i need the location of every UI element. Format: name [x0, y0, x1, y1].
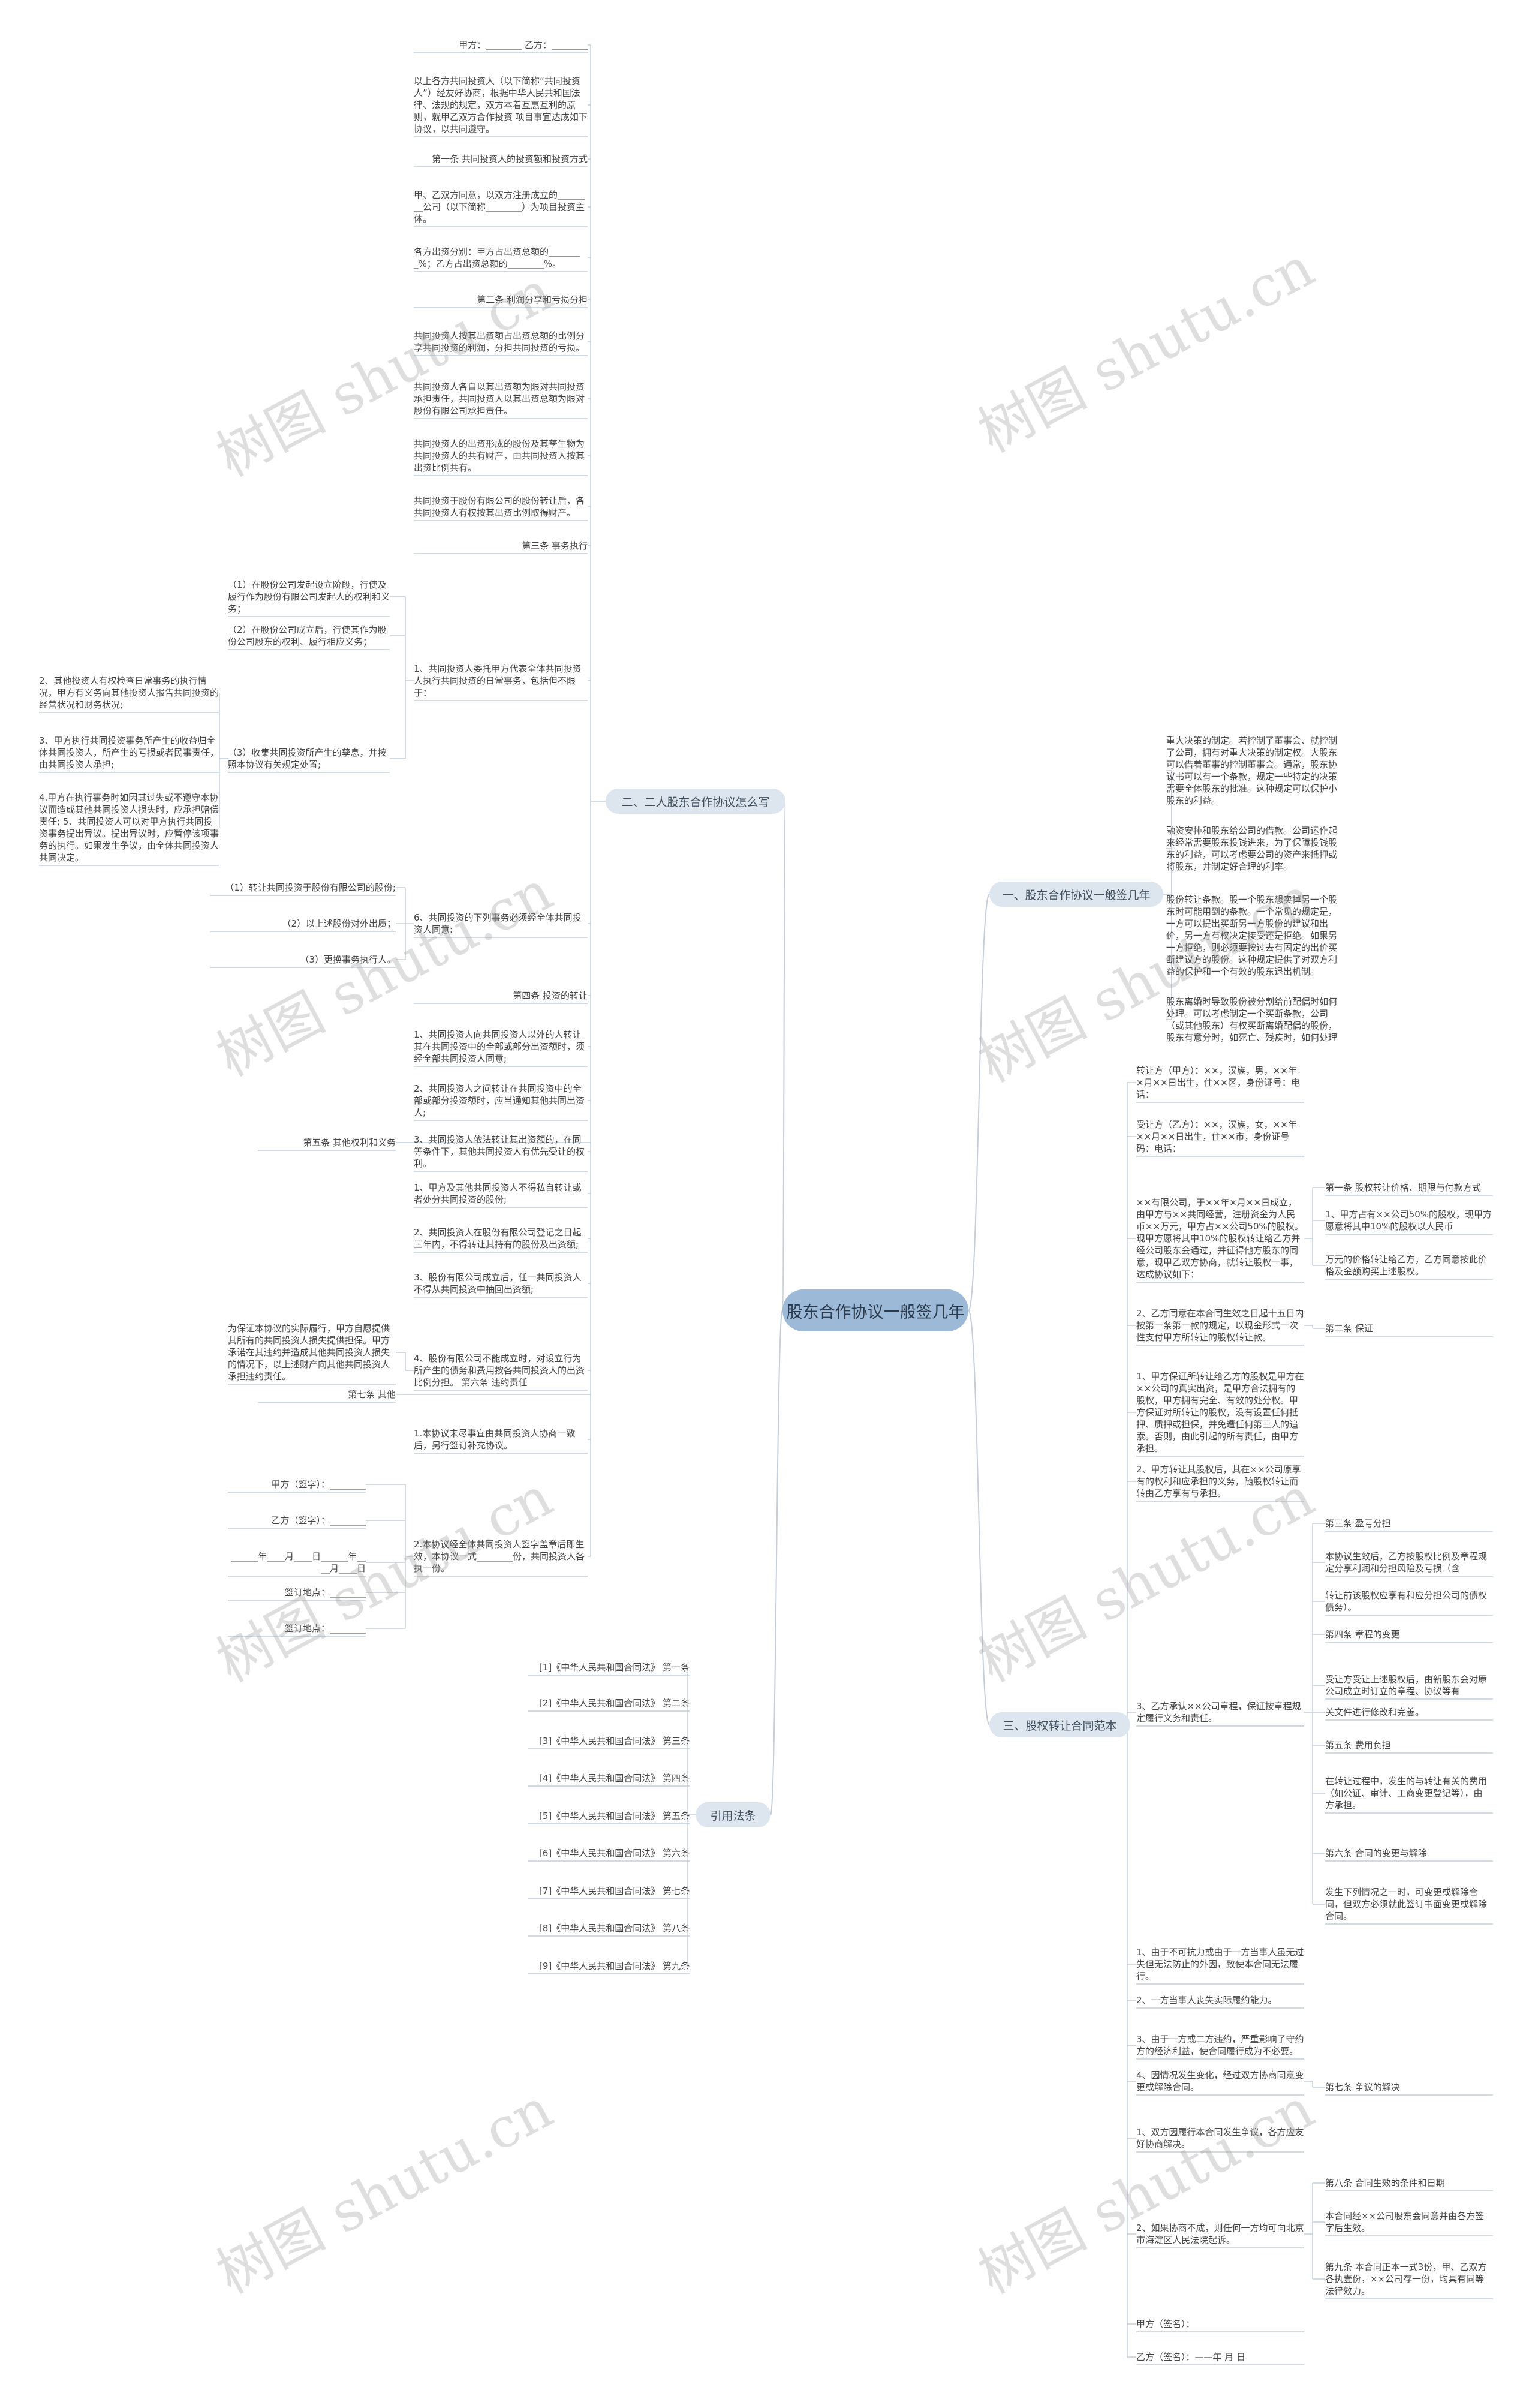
right3-node[interactable]: 在转让过程中，发生的与转让有关的费用（如公证、审计、工商变更登记等），由 方承担… [1325, 1776, 1488, 1811]
left-node[interactable]: 共同投资人的出资形成的股份及其孳生物为共同投资人的共有财产，由共同投资人按其出资… [414, 438, 585, 473]
left-node[interactable]: 各方出资分别：甲方占出资总额的________%；乙方占出资总额的_______… [414, 246, 580, 269]
left-node[interactable]: 第一条 共同投资人的投资额和投资方式 [432, 154, 588, 164]
left-node[interactable]: （2）以上述股份对外出质； [282, 918, 396, 929]
left-node[interactable]: 签订地点：________ [284, 1623, 366, 1634]
left-node[interactable]: 3、甲方执行共同投资事务所产生的收益归全体共同投资人，所产生的亏损或者民事责任，… [39, 735, 219, 770]
right3-node[interactable]: 第一条 股权转让价格、期限与付款方式 [1325, 1182, 1481, 1193]
left-node[interactable]: 3、共同投资人依法转让其出资额的，在同等条件下，其他共同投资人有优先受让的权利。 [414, 1134, 585, 1169]
main-connector [968, 1310, 990, 1725]
left-node[interactable]: 共同投资人按其出资额占出资总额的比例分享共同投资的利润，分担共同投资的亏损。 [414, 330, 585, 353]
law-node[interactable]: [5]《中华人民共和国合同法》 第五条 [538, 1811, 690, 1821]
right1-node[interactable]: 股东离婚时导致股份被分割给前配偶时如何处理。可以考虑制定一个买断条款，公司（或其… [1166, 996, 1338, 1043]
main-connector [782, 801, 786, 1311]
right3-node[interactable]: 2、乙方同意在本合同生效之日起十五日内按第一条第一款的规定，以现金形式一次性支付… [1136, 1308, 1304, 1343]
right3-node[interactable]: 2、一方当事人丧失实际履约能力。 [1136, 1995, 1277, 2006]
law-node[interactable]: [2]《中华人民共和国合同法》 第二条 [538, 1698, 690, 1709]
left-node[interactable]: 以上各方共同投资人（以下简称“共同投资人”）经友好协商，根据中华人民共和国法律、… [414, 76, 588, 134]
left-node[interactable]: （3）收集共同投资所产生的孳息，并按照本协议有关规定处置; [228, 747, 387, 770]
right3-node[interactable]: 1、甲方占有××公司50%的股权，现甲方愿意将其中10%的股权以人民币 [1325, 1209, 1492, 1232]
law-node[interactable]: [6]《中华人民共和国合同法》 第六条 [538, 1848, 690, 1859]
left-node[interactable]: 甲方：________ 乙方：________ [459, 40, 588, 50]
left-node[interactable]: ______年____月____日______年____月____日 [230, 1551, 366, 1574]
right3-node[interactable]: 3、由于一方或二方违约，严重影响了守约方的经济利益，使合同履行成为不必要。 [1136, 2034, 1304, 2057]
left-node[interactable]: 甲方（签字）：________ [271, 1479, 366, 1490]
right3-node[interactable]: 乙方（签名）：——年 月 日 [1136, 2352, 1246, 2362]
right3-node[interactable]: 第三条 盈亏分担 [1325, 1518, 1391, 1529]
left-node[interactable]: 第三条 事务执行 [522, 540, 588, 551]
left-node[interactable]: 1、共同投资人向共同投资人以外的人转让其在共同投资中的全部或部分出资额时，须经全… [414, 1029, 585, 1064]
left-node[interactable]: 6、共同投资的下列事务必须经全体共同投资人同意: [414, 912, 582, 935]
left-node[interactable]: 4.甲方在执行事务时如因其过失或不遵守本协议而造成其他共同投资人损失时，应承担赔… [39, 792, 219, 863]
left-node[interactable]: 3、股份有限公司成立后，任一共同投资人不得从共同投资中抽回出资额; [414, 1272, 582, 1295]
left-node[interactable]: 第四条 投资的转让 [513, 990, 588, 1001]
law-node[interactable]: [7]《中华人民共和国合同法》 第七条 [538, 1886, 690, 1896]
right3-node[interactable]: 甲方（签名）： [1136, 2319, 1195, 2329]
left-node[interactable]: 共同投资人各自以其出资额为限对共同投资承担责任，共同投资人以其出资总额为限对股份… [414, 381, 585, 416]
right3-node[interactable]: 1、由于不可抗力或由于一方当事人虽无过失但无法防止的外因，致使本合同无法履行。 [1136, 1947, 1304, 1982]
central-topic[interactable]: 股东合作协议一般签几年 [782, 1289, 968, 1331]
right3-node[interactable]: 第四条 章程的变更 [1325, 1629, 1400, 1640]
left-node[interactable]: 4、股份有限公司不能成立时，对设立行为所产生的债务和费用按各共同投资人的出资比例… [414, 1353, 585, 1388]
left-node[interactable]: 2、共同投资人之间转让在共同投资中的全部或部分投资额时，应当通知其他共同出资人; [414, 1083, 585, 1118]
right3-node[interactable]: 发生下列情况之一时，可变更或解除合同，但双方必须就此签订书面变更或解除合同。 [1325, 1887, 1488, 1922]
right3-node[interactable]: 转让前该股权应享有和应分担公司的债权债务）。 [1325, 1590, 1488, 1613]
law-node[interactable]: [3]《中华人民共和国合同法》 第三条 [538, 1736, 690, 1746]
left-node[interactable]: 共同投资于股份有限公司的股份转让后，各共同投资人有权按其出资比例取得财产。 [414, 495, 585, 518]
right3-node[interactable]: 关文件进行修改和完善。 [1325, 1707, 1425, 1718]
right3-node[interactable]: 受让方受让上述股权后，由新股东会对原公司成立时订立的章程、协议等有 [1325, 1674, 1488, 1697]
left-node[interactable]: 第五条 其他权利和义务 [303, 1137, 396, 1148]
right1-node[interactable]: 融资安排和股东给公司的借款。公司运作起来经常需要股东投钱进来，为了保障投钱股东的… [1166, 825, 1338, 872]
right3-node[interactable]: 第八条 合同生效的条件和日期 [1325, 2178, 1445, 2188]
left-node[interactable]: （2）在股份公司成立后，行使其作为股份公司股东的权利、履行相应义务； [228, 624, 387, 647]
left-node[interactable]: 为保证本协议的实际履行，甲方自愿提供其所有的共同投资人损失提供担保。甲方承诺在其… [228, 1323, 390, 1382]
left-node[interactable]: （3）更换事务执行人。 [300, 954, 396, 965]
left-node[interactable]: 1、甲方及其他共同投资人不得私自转让或者处分共同投资的股份; [414, 1182, 582, 1205]
left-node[interactable]: （1）在股份公司发起设立阶段，行使及履行作为股份有限公司发起人的权利和义务； [228, 579, 390, 614]
right3-node[interactable]: 本合同经××公司股东会同意并由各方签字后生效。 [1325, 2211, 1485, 2233]
right3-node[interactable]: 1、双方因履行本合同发生争议，各方应友好协商解决。 [1136, 2127, 1304, 2150]
right3-node[interactable]: 2、如果协商不成，则任何一方均可向北京市海淀区人民法院起诉。 [1136, 2223, 1304, 2245]
main-connector [770, 1310, 783, 1815]
right3-node[interactable]: 2、甲方转让其股权后，其在××公司原享有的权利和应承担的义务，随股权转让而转由乙… [1136, 1464, 1301, 1499]
left-node[interactable]: 第二条 利润分享和亏损分担 [477, 294, 588, 305]
right3-node[interactable]: 4、因情况发生变化，经过双方协商同意变更或解除合同。 [1136, 2070, 1304, 2093]
main-connector [968, 894, 990, 1311]
right3-node[interactable]: 3、乙方承认××公司章程，保证按章程规定履行义务和责任。 [1136, 1701, 1301, 1724]
law-node[interactable]: [1]《中华人民共和国合同法》 第一条 [538, 1662, 690, 1673]
right1-node[interactable]: 重大决策的制定。若控制了董事会、就控制了公司，拥有对重大决策的制定权。大股东可以… [1166, 735, 1338, 806]
branch-how-to-write[interactable]: 二、二人股东合作协议怎么写 [606, 789, 785, 814]
right3-node[interactable]: 第二条 保证 [1325, 1323, 1373, 1334]
law-node[interactable]: [9]《中华人民共和国合同法》 第九条 [538, 1961, 690, 1971]
right3-node[interactable]: 第六条 合同的变更与解除 [1325, 1848, 1427, 1859]
right3-node[interactable]: 转让方（甲方）：××，汉族，男，××年×月××日出生，住××区，身份证号：电话： [1136, 1065, 1300, 1100]
left-node[interactable]: 1、共同投资人委托甲方代表全体共同投资人执行共同投资的日常事务，包括但不限于： [414, 663, 582, 698]
right1-node[interactable]: 股份转让条款。股一个股东想卖掉另一个股东时可能用到的条款。一个常见的规定是，一方… [1166, 894, 1338, 977]
left-node[interactable]: 1.本协议未尽事宜由共同投资人协商一致后，另行签订补充协议。 [414, 1428, 576, 1451]
left-node[interactable]: 第七条 其他 [348, 1389, 396, 1400]
right3-node[interactable]: 受让方（乙方）：××，汉族，女，××年××月××日出生，住××市，身份证号码：电… [1136, 1119, 1297, 1154]
left-node[interactable]: 乙方（签字）：________ [271, 1515, 366, 1526]
left-node[interactable]: 甲、乙双方同意，以双方注册成立的________公司（以下简称________）… [414, 190, 585, 224]
right3-node[interactable]: 第九条 本合同正本一式3份，甲、乙双方各执壹份，××公司存一份，均具有同等法律效… [1325, 2262, 1487, 2296]
right3-node[interactable]: 本协议生效后，乙方按股权比例及章程规定分享利润和分担风险及亏损（含 [1325, 1551, 1488, 1574]
right3-node[interactable]: 万元的价格转让给乙方，乙方同意按此价格及金额购买上述股权。 [1325, 1254, 1488, 1277]
law-node[interactable]: [4]《中华人民共和国合同法》 第四条 [538, 1773, 690, 1784]
left-node[interactable]: 签订地点：________ [284, 1587, 366, 1598]
right3-node[interactable]: 第五条 费用负担 [1325, 1740, 1391, 1751]
right3-node[interactable]: 第七条 争议的解决 [1325, 2082, 1400, 2093]
left-node[interactable]: 2、其他投资人有权检查日常事务的执行情况，甲方有义务向其他投资人报告共同投资的经… [39, 675, 219, 710]
law-node[interactable]: [8]《中华人民共和国合同法》 第八条 [538, 1923, 690, 1934]
left-node[interactable]: （1）转让共同投资于股份有限公司的股份; [225, 882, 396, 893]
right3-node[interactable]: 1、甲方保证所转让给乙方的股权是甲方在××公司的真实出资，是甲方合法拥有的股权，… [1136, 1371, 1304, 1454]
branch-how-many-years[interactable]: 一、股东合作协议一般签几年 [989, 882, 1163, 907]
branch-transfer-template[interactable]: 三、股权转让合同范本 [989, 1712, 1130, 1737]
left-node[interactable]: 2.本协议经全体共同投资人签字盖章后即生效，本协议一式________份，共同投… [414, 1539, 585, 1574]
branch-cited-laws[interactable]: 引用法条 [696, 1802, 770, 1827]
right3-node[interactable]: ××有限公司，于××年×月××日成立，由甲方与××共同经营，注册资金为人民币××… [1136, 1197, 1304, 1280]
left-node[interactable]: 2、共同投资人在股份有限公司登记之日起三年内，不得转让其持有的股份及出资额; [414, 1227, 582, 1250]
